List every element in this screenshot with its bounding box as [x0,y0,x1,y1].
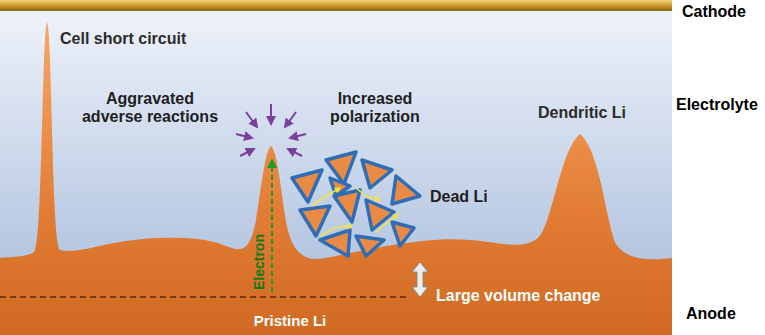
electron-arrow [271,160,273,292]
lithium-surface [0,22,672,335]
dendrite-label: Dendritic Li [538,104,626,122]
pristine-li-label: Pristine Li [254,312,327,329]
dead-li-label: Dead Li [430,188,488,206]
electrode-label: Cathode [682,3,746,21]
cathode-bar [0,0,672,11]
electrolyte-label: Electrolyte [676,96,758,114]
blocked-electron-paths [312,188,398,236]
electron-label: Electron [251,234,267,290]
volume-change-label: Large volume change [436,287,601,305]
pristine-level-line [0,296,410,298]
failure-label: Cell short circuit [60,30,186,48]
dead-li-fragments [292,152,420,256]
electrode-label: Anode [686,305,736,323]
volume-change-arrow [412,262,428,297]
polarization-label: Increased polarization [313,90,438,127]
reaction-arrows [236,104,306,156]
reaction-label: Aggravated adverse reactions [80,90,220,127]
